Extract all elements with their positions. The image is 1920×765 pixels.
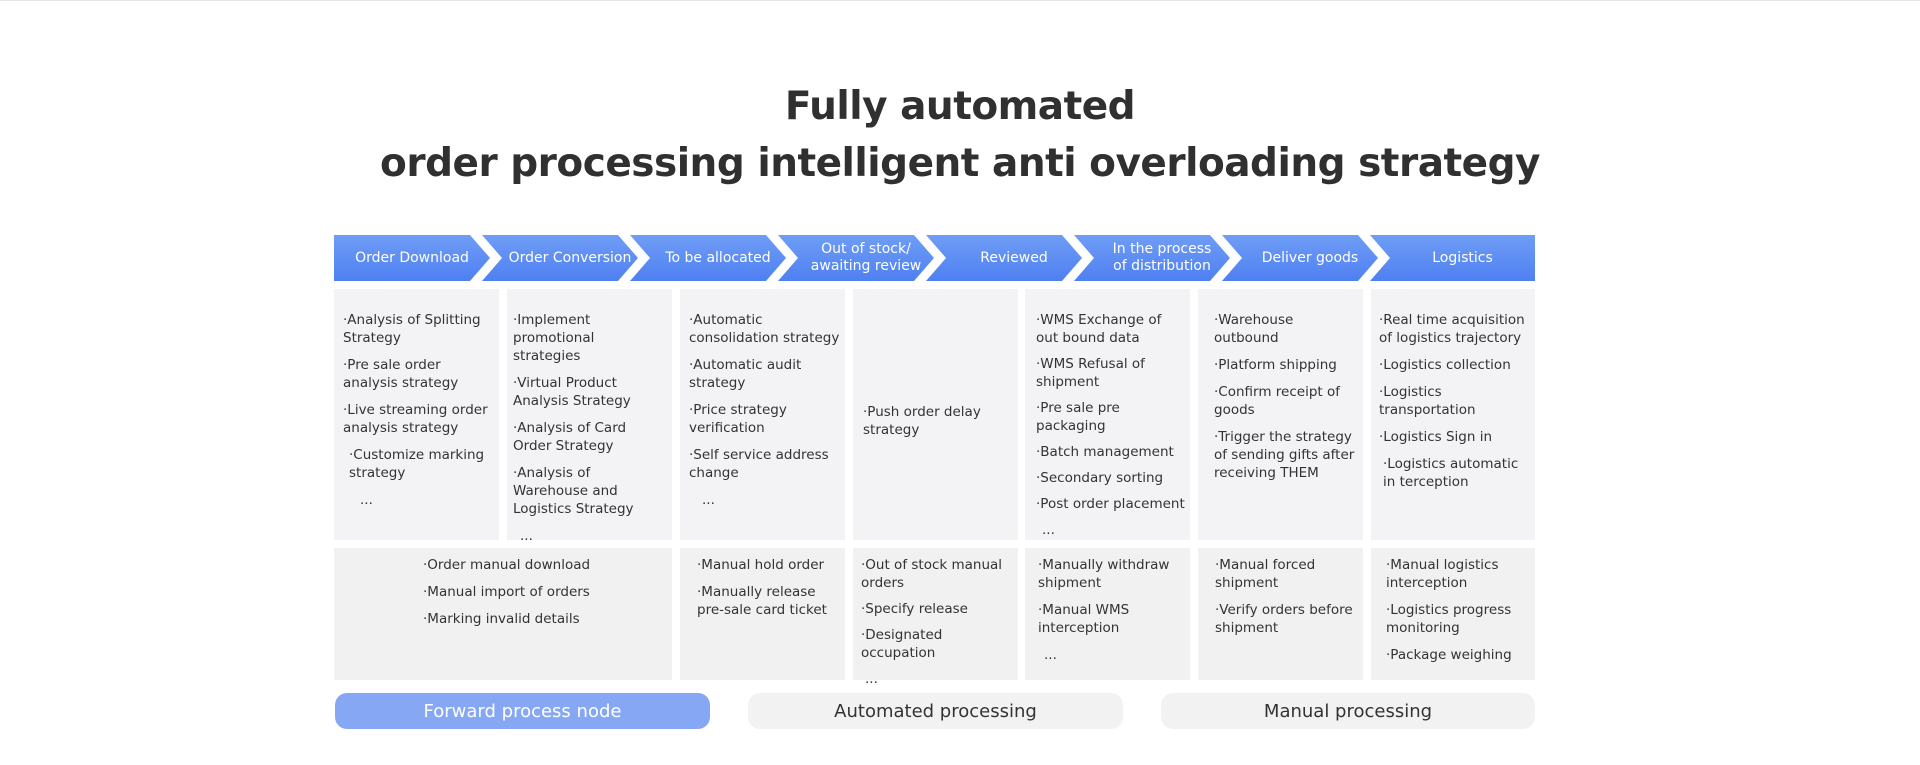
auto-box-order-download: ·Analysis of Splitting Strategy ·Pre sal… <box>334 289 499 540</box>
stage-in-distribution: In the process of distribution <box>1074 235 1230 281</box>
list-item: ... <box>520 528 533 544</box>
stage-label: Order Conversion <box>508 249 632 266</box>
stage-label: Order Download <box>355 249 469 266</box>
list-item: ·Push order delay strategy <box>863 404 981 438</box>
list-item: ... <box>865 671 878 687</box>
list-item: ·Analysis of Card Order Strategy <box>513 420 627 454</box>
legend-manual-processing: Manual processing <box>1161 693 1535 729</box>
list-item: ·Implement promotional strategies <box>513 312 595 364</box>
list-item: ·Marking invalid details <box>423 611 580 627</box>
auto-box-to-be-allocated: ·Automatic consolidation strategy ·Autom… <box>680 289 845 540</box>
manual-box-in-distribution: ·Manually withdraw shipment ·Manual WMS … <box>1025 548 1190 680</box>
auto-box-deliver-goods: ·Warehouse outbound ·Platform shipping ·… <box>1198 289 1363 540</box>
list-item: ·Confirm receipt of goods <box>1214 384 1340 418</box>
stage-label: Deliver goods <box>1261 249 1359 266</box>
list-item: ·WMS Exchange of out bound data <box>1036 312 1162 346</box>
diagram-title: Fully automated order processing intelli… <box>0 78 1920 192</box>
list-item: ·Manually withdraw shipment <box>1038 557 1170 591</box>
list-item: ·Order manual download <box>423 557 591 573</box>
process-stages: Order Download Order Conversion To be al… <box>334 235 1535 281</box>
list-item: ... <box>1042 522 1055 538</box>
list-item: ·Out of stock manual orders <box>861 557 1003 591</box>
list-item: ·Secondary sorting <box>1036 470 1164 486</box>
auto-box-in-distribution: ·WMS Exchange of out bound data ·WMS Ref… <box>1025 289 1190 540</box>
stage-deliver-goods: Deliver goods <box>1222 235 1378 281</box>
list-item: ·Trigger the strategy of sending gifts a… <box>1214 429 1355 481</box>
list-item: ... <box>360 492 373 508</box>
list-item: ·Logistics automatic in terception <box>1383 456 1519 490</box>
list-item: ·Real time acquisition of logistics traj… <box>1379 312 1525 346</box>
list-item: ... <box>1044 647 1057 663</box>
stage-logistics: Logistics <box>1370 235 1535 281</box>
stage-to-be-allocated: To be allocated <box>630 235 786 281</box>
list-item: ·Manual import of orders <box>423 584 590 600</box>
list-item: ·Manual forced shipment <box>1215 557 1316 591</box>
list-item: ·Customize marking strategy <box>349 447 485 481</box>
list-item: ·Automatic audit strategy <box>689 357 802 391</box>
stage-order-conversion: Order Conversion <box>482 235 638 281</box>
list-item: ·Pre sale pre packaging <box>1036 400 1120 434</box>
stage-label: To be allocated <box>665 249 771 266</box>
manual-box-out-of-stock: ·Out of stock manual orders ·Specify rel… <box>853 548 1018 687</box>
stage-out-of-stock: Out of stock/ awaiting review <box>778 235 934 281</box>
list-item: ·Logistics transportation <box>1379 384 1476 418</box>
stage-label: Out of stock/ awaiting review <box>810 241 922 274</box>
list-item: ·Self service address change <box>689 447 829 481</box>
list-item: ·Platform shipping <box>1214 357 1337 373</box>
list-item: ... <box>702 492 715 508</box>
list-item: ·WMS Refusal of shipment <box>1036 356 1145 390</box>
list-item: ·Warehouse outbound <box>1214 312 1294 346</box>
stage-reviewed: Reviewed <box>926 235 1082 281</box>
list-item: ·Manual hold order <box>697 557 825 573</box>
legend-label: Forward process node <box>423 700 622 722</box>
title-line-2: order processing intelligent anti overlo… <box>380 141 1540 186</box>
list-item: ·Manual WMS interception <box>1038 602 1130 636</box>
list-item: ·Pre sale order analysis strategy <box>343 357 459 391</box>
list-item: ·Specify release <box>861 601 968 617</box>
stage-order-download: Order Download <box>334 235 490 281</box>
list-item: ·Manual logistics interception <box>1386 557 1499 591</box>
list-item: ·Post order placement <box>1036 496 1185 512</box>
legend-automated-processing: Automated processing <box>748 693 1123 729</box>
title-line-1: Fully automated <box>784 84 1136 129</box>
manual-box-download-conversion: ·Order manual download ·Manual import of… <box>334 548 672 680</box>
legend-label: Automated processing <box>834 700 1037 722</box>
manual-box-to-be-allocated: ·Manual hold order ·Manually release pre… <box>680 548 845 680</box>
auto-box-out-of-stock: ·Push order delay strategy <box>853 289 1018 540</box>
auto-box-order-conversion: ·Implement promotional strategies ·Virtu… <box>507 289 672 544</box>
list-item: ·Logistics collection <box>1379 357 1511 373</box>
list-item: ·Logistics progress monitoring <box>1386 602 1512 636</box>
list-item: ·Price strategy verification <box>689 402 787 436</box>
list-item: ·Verify orders before shipment <box>1215 602 1353 636</box>
list-item: ·Package weighing <box>1386 647 1512 663</box>
list-item: ·Logistics Sign in <box>1379 429 1493 445</box>
list-item: ·Live streaming order analysis strategy <box>343 402 488 436</box>
stage-label: Logistics <box>1432 249 1493 266</box>
list-item: ·Analysis of Splitting Strategy <box>343 312 481 346</box>
stage-label: In the process of distribution <box>1112 241 1212 274</box>
manual-box-deliver-goods: ·Manual forced shipment ·Verify orders b… <box>1198 548 1363 680</box>
manual-box-logistics: ·Manual logistics interception ·Logistic… <box>1371 548 1535 680</box>
stage-label: Reviewed <box>980 249 1048 266</box>
list-item: ·Automatic consolidation strategy <box>689 312 840 346</box>
list-item: ·Batch management <box>1036 444 1174 460</box>
legend-label: Manual processing <box>1263 700 1433 722</box>
top-divider <box>0 0 1920 1</box>
legend-forward-process-node: Forward process node <box>335 693 710 729</box>
list-item: ·Manually release pre-sale card ticket <box>697 584 827 618</box>
list-item: ·Analysis of Warehouse and Logistics Str… <box>513 465 634 517</box>
list-item: ·Designated occupation <box>861 627 943 661</box>
auto-box-logistics: ·Real time acquisition of logistics traj… <box>1371 289 1535 540</box>
list-item: ·Virtual Product Analysis Strategy <box>513 375 631 409</box>
